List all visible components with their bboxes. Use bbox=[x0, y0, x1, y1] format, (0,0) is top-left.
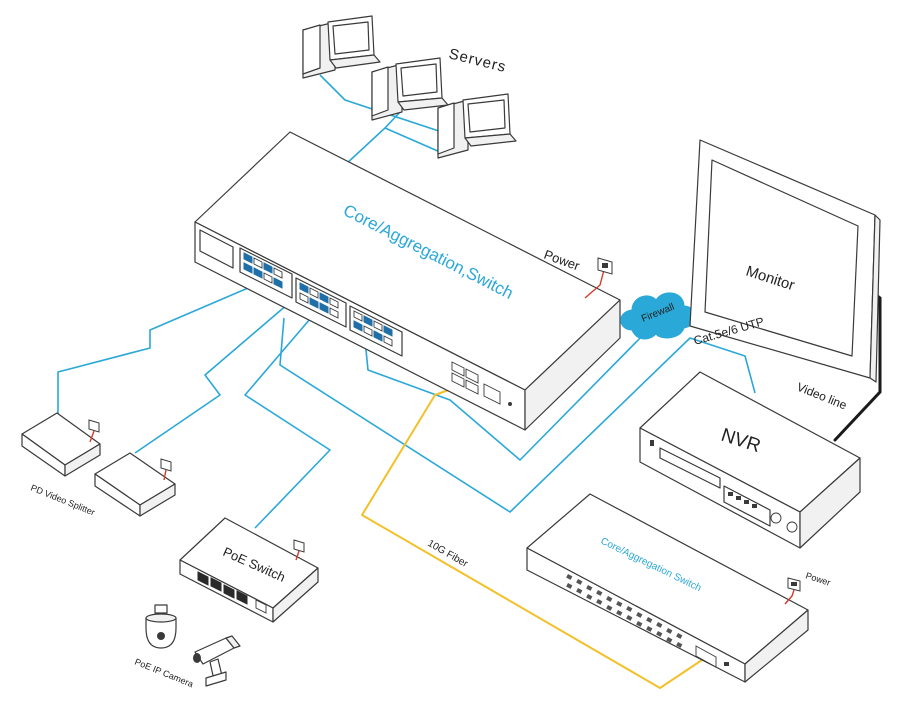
video-line-label: Video line bbox=[795, 380, 849, 413]
server-cable-1 bbox=[319, 74, 461, 139]
nvr-knob-1 bbox=[770, 512, 782, 524]
splitter1-cable bbox=[57, 281, 263, 418]
poe-switch bbox=[179, 517, 319, 623]
poe-ip-camera-dome bbox=[145, 604, 177, 649]
nvr-side bbox=[799, 457, 861, 549]
port-group-2 bbox=[295, 277, 347, 328]
poe-switch-side bbox=[272, 567, 319, 623]
core-switch-secondary bbox=[526, 493, 809, 683]
core-switch-main-side bbox=[524, 299, 621, 431]
splitter2-cable bbox=[134, 297, 296, 454]
port-group-3 bbox=[349, 305, 403, 357]
server-2 bbox=[371, 57, 449, 121]
server-cable-2 bbox=[384, 111, 401, 129]
core-switch-secondary-side bbox=[744, 609, 809, 683]
fiber-line bbox=[361, 384, 706, 689]
left-panel-blank bbox=[199, 229, 234, 269]
console-port bbox=[483, 383, 501, 405]
pd-video-splitter-2 bbox=[94, 452, 176, 517]
power-secondary-label: Power bbox=[804, 570, 831, 587]
nvr-drive-slot bbox=[659, 447, 721, 489]
monitor-screen bbox=[704, 159, 859, 357]
port-group-1 bbox=[239, 247, 293, 299]
power-secondary bbox=[784, 577, 801, 605]
pd-video-splitter-label: PD Video Splitter bbox=[29, 483, 96, 518]
firewall-cloud bbox=[620, 292, 695, 340]
sfp-ports-secondary bbox=[695, 645, 717, 668]
poe-switch-cable bbox=[244, 304, 331, 529]
server-3 bbox=[437, 93, 517, 159]
nvr-uplink-cable bbox=[279, 317, 756, 513]
servers-label: Servers bbox=[447, 45, 508, 76]
firewall-cable bbox=[364, 329, 649, 461]
power-main bbox=[584, 257, 613, 299]
monitor bbox=[689, 139, 881, 383]
pd-video-splitter-1 bbox=[21, 412, 101, 477]
nvr bbox=[639, 371, 861, 549]
nvr-panel bbox=[723, 485, 771, 527]
nvr-knob-2 bbox=[786, 521, 798, 533]
reset-button bbox=[508, 402, 512, 406]
poe-ip-camera-label: PoE IP Camera bbox=[133, 657, 195, 690]
poe-ip-camera-bullet bbox=[193, 635, 241, 687]
fiber-cable bbox=[361, 384, 706, 689]
port-row-secondary bbox=[566, 574, 683, 648]
core-switch-main bbox=[194, 131, 621, 431]
monitor-bezel-side bbox=[869, 214, 881, 383]
sfp-ports-main bbox=[451, 361, 479, 395]
server-1 bbox=[302, 15, 381, 79]
